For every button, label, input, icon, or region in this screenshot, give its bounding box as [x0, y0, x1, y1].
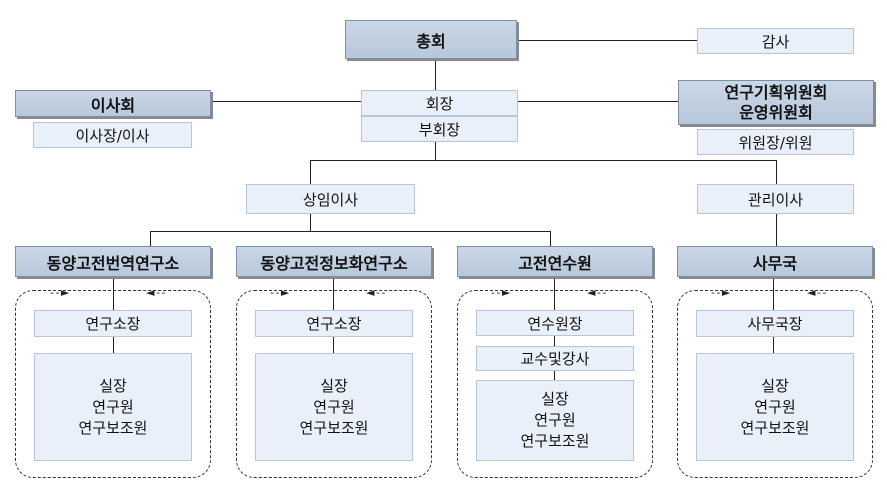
connector-chairman-committee	[518, 101, 678, 102]
connector-dept-2-head	[333, 277, 334, 310]
dept-3-head-box: 연수원장	[476, 310, 634, 336]
dept-2-head-box: 연구소장	[255, 310, 413, 337]
vice-chairman-box: 부회장	[361, 116, 518, 142]
arrow-right-icon: - - ►	[491, 286, 510, 299]
staff-chief-label: 실장	[541, 390, 569, 408]
connector-dept-3-head	[554, 277, 555, 310]
staff-assistant-label: 연구보조원	[740, 418, 810, 437]
connector-board-chairman	[211, 101, 361, 102]
staff-assistant-label: 연구보조원	[520, 432, 590, 450]
dept-office-box: 사무국	[677, 246, 873, 277]
dept-4-staff-box: 실장 연구원 연구보조원	[696, 353, 854, 461]
arrow-right-icon: - - ►	[50, 286, 69, 299]
managing-director-box: 관리이사	[697, 184, 854, 214]
dept-group-4	[677, 290, 873, 478]
connector-dept-2	[550, 231, 551, 246]
committee-box: 연구기획위원회 운영위원회	[678, 80, 874, 125]
staff-researcher-label: 연구원	[534, 411, 576, 429]
arrow-right-icon: - - ►	[270, 286, 289, 299]
general-assembly-box: 총회	[345, 20, 517, 59]
dept-1-staff-box: 실장 연구원 연구보조원	[34, 353, 192, 461]
staff-researcher-label: 연구원	[754, 397, 796, 416]
connector-dept-4-head	[773, 277, 774, 310]
staff-chief-label: 실장	[761, 376, 789, 395]
connector-dept-3-sub	[554, 336, 555, 346]
staff-assistant-label: 연구보조원	[78, 418, 148, 437]
staff-chief-label: 실장	[99, 376, 127, 395]
dept-2-staff-box: 실장 연구원 연구보조원	[255, 353, 413, 461]
board-box: 이사회	[15, 90, 211, 117]
connector-dept-1-head	[113, 277, 114, 310]
dept-informatics-box: 동양고전정보화연구소	[236, 246, 432, 277]
connector-dept-1-staff	[113, 337, 114, 353]
standing-director-box: 상임이사	[246, 184, 415, 214]
staff-chief-label: 실장	[320, 376, 348, 395]
committee-members-box: 위원장/위원	[697, 129, 854, 155]
auditor-box: 감사	[697, 28, 854, 54]
connector-departments-bar	[150, 231, 550, 232]
connector-standing-down	[310, 214, 311, 231]
connector-dept-3-staff	[554, 371, 555, 380]
connector-directors-bar	[310, 160, 776, 161]
staff-researcher-label: 연구원	[313, 397, 355, 416]
dept-group-1	[15, 290, 211, 478]
connector-assembly-auditor	[517, 40, 697, 41]
dept-3-staff-box: 실장 연구원 연구보조원	[476, 380, 634, 461]
chairman-box: 회장	[361, 90, 518, 116]
arrow-left-icon: ◄ - -	[587, 286, 606, 299]
dept-1-head-box: 연구소장	[34, 310, 192, 337]
arrow-left-icon: ◄ - -	[146, 286, 165, 299]
committee-planning-label: 연구기획위원회	[724, 82, 828, 102]
connector-standing-director	[310, 160, 311, 184]
staff-assistant-label: 연구보조원	[299, 418, 369, 437]
connector-dept-2-staff	[333, 337, 334, 353]
arrow-right-icon: - - ►	[711, 286, 730, 299]
connector-managing-office	[776, 214, 777, 246]
connector-dept-1	[150, 231, 151, 246]
dept-group-2	[236, 290, 432, 478]
dept-3-sub-box: 교수및강사	[476, 346, 634, 371]
board-members-box: 이사장/이사	[33, 122, 192, 148]
dept-training-box: 고전연수원	[457, 246, 653, 277]
connector-chairman-down	[435, 142, 436, 160]
connector-assembly-chairman	[435, 59, 436, 90]
dept-group-3	[457, 290, 653, 478]
arrow-left-icon: ◄ - -	[807, 286, 826, 299]
connector-dept-4-staff	[773, 337, 774, 353]
staff-researcher-label: 연구원	[92, 397, 134, 416]
arrow-left-icon: ◄ - -	[366, 286, 385, 299]
connector-managing-director	[776, 160, 777, 184]
dept-4-head-box: 사무국장	[696, 310, 854, 337]
committee-operations-label: 운영위원회	[739, 102, 813, 122]
dept-translation-box: 동양고전번역연구소	[15, 246, 211, 277]
